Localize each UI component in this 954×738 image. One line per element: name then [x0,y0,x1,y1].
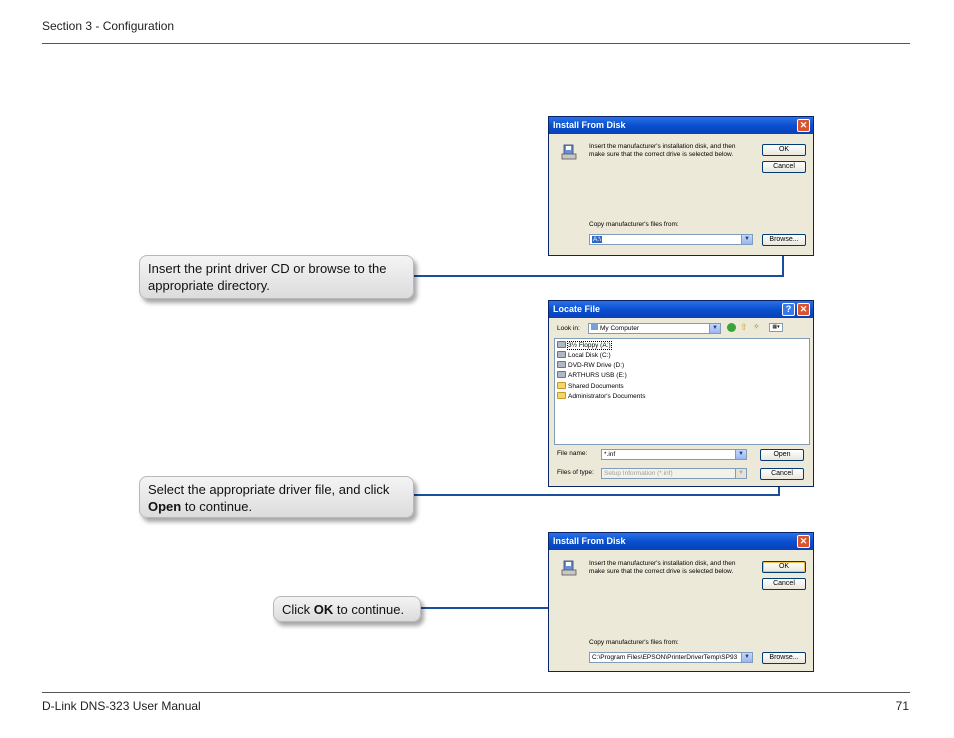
cancel-button[interactable]: Cancel [760,468,804,480]
chevron-down-icon[interactable]: ▼ [709,324,720,333]
callout-click-ok: Click OK to continue. [273,596,421,622]
printer-disk-icon [561,144,577,160]
list-item[interactable]: ARTHURS USB (E:) [557,371,627,381]
up-folder-icon[interactable]: ⇧ [740,322,748,332]
open-button[interactable]: Open [760,449,804,461]
hard-drive-icon [557,351,566,358]
new-folder-icon[interactable]: ✧ [753,322,760,331]
install-from-disk-dialog-2: Install From Disk ✕ Insert the manufactu… [548,532,814,672]
cancel-button[interactable]: Cancel [762,161,806,173]
printer-disk-icon [561,560,577,576]
copy-files-path-combo[interactable]: C:\Program Files\EPSON\PrinterDriverTemp… [589,652,753,663]
dialog-1-titlebar: Install From Disk ✕ [549,117,813,134]
dialog-1-message-line2: make sure that the correct drive is sele… [589,151,734,158]
page-number: 71 [895,699,909,713]
file-name-value: *.inf [604,451,616,458]
dialog-2-title: Locate File [553,304,601,314]
list-item[interactable]: Administrator's Documents [557,392,645,402]
file-list[interactable]: 3½ Floppy (A:) Local Disk (C:) DVD-RW Dr… [554,338,810,445]
list-item-label: Shared Documents [568,383,624,390]
chevron-down-icon[interactable]: ▼ [735,450,746,459]
look-in-value: My Computer [600,325,640,332]
dialog-1-message-line1: Insert the manufacturer's installation d… [589,143,736,150]
chevron-down-icon[interactable]: ▼ [741,235,752,244]
locate-file-dialog: Locate File ? ✕ Look in: My Computer ▼ ⇧… [548,300,814,487]
ok-button[interactable]: OK [762,561,806,573]
list-item[interactable]: Shared Documents [557,382,624,392]
dialog-1-title: Install From Disk [553,120,626,130]
copy-files-path-value: A:\ [592,236,602,243]
file-name-label: File name: [557,450,588,457]
browse-button[interactable]: Browse... [762,234,806,246]
close-icon[interactable]: ✕ [797,303,810,316]
callout-click-ok-bold: OK [313,602,334,617]
file-name-combo[interactable]: *.inf ▼ [601,449,747,460]
dvd-drive-icon [557,361,566,368]
computer-icon [591,324,598,330]
list-item-label: Administrator's Documents [568,393,646,400]
ok-button[interactable]: OK [762,144,806,156]
chevron-down-icon[interactable]: ▼ [735,469,746,478]
callout-select-driver: Select the appropriate driver file, and … [139,476,414,518]
copy-files-path-combo[interactable]: A:\ ▼ [589,234,753,245]
folder-icon [557,382,566,389]
callout-insert-cd-text: Insert the print driver CD or browse to … [148,261,387,293]
floppy-drive-icon [557,341,566,348]
callout-insert-cd: Insert the print driver CD or browse to … [139,255,414,299]
look-in-combo[interactable]: My Computer ▼ [588,323,721,334]
copy-files-label: Copy manufacturer's files from: [589,639,679,646]
help-icon[interactable]: ? [782,303,795,316]
list-item-label: 3½ Floppy (A:) [567,341,612,350]
dialog-3-message-line1: Insert the manufacturer's installation d… [589,560,736,567]
list-item[interactable]: 3½ Floppy (A:) [557,341,612,351]
dialog-3-message-line2: make sure that the correct drive is sele… [589,568,734,575]
manual-title: D-Link DNS-323 User Manual [42,699,201,713]
usb-drive-icon [557,371,566,378]
dialog-2-titlebar: Locate File ? ✕ [549,301,813,318]
copy-files-path-value: C:\Program Files\EPSON\PrinterDriverTemp… [592,654,738,661]
dialog-3-titlebar: Install From Disk ✕ [549,533,813,550]
footer-rule [42,692,910,693]
back-icon[interactable] [727,323,736,332]
look-in-label: Look in: [557,325,580,332]
files-of-type-combo[interactable]: Setup Information (*.inf) ▼ [601,468,747,479]
header-rule [42,43,910,44]
callout-click-ok-text-end: to continue. [333,602,405,617]
dialog-3-title: Install From Disk [553,536,626,546]
list-item[interactable]: Local Disk (C:) [557,351,611,361]
section-header: Section 3 - Configuration [42,19,175,33]
files-of-type-value: Setup Information (*.inf) [604,470,673,477]
list-item-label: DVD-RW Drive (D:) [568,362,625,369]
close-icon[interactable]: ✕ [797,535,810,548]
list-item-label: Local Disk (C:) [568,352,611,359]
list-item[interactable]: DVD-RW Drive (D:) [557,361,624,371]
folder-icon [557,392,566,399]
close-icon[interactable]: ✕ [797,119,810,132]
callout-click-ok-text: Click [282,602,314,617]
files-of-type-label: Files of type: [557,469,594,476]
chevron-down-icon[interactable]: ▼ [741,653,752,662]
cancel-button[interactable]: Cancel [762,578,806,590]
list-item-label: ARTHURS USB (E:) [568,372,627,379]
connector-line-1 [414,252,784,277]
browse-button[interactable]: Browse... [762,652,806,664]
install-from-disk-dialog-1: Install From Disk ✕ Insert the manufactu… [548,116,814,256]
callout-select-driver-text-end: to continue. [181,499,253,514]
copy-files-label: Copy manufacturer's files from: [589,221,679,228]
callout-select-driver-bold: Open [148,499,182,514]
view-menu-icon[interactable]: ▦▾ [769,323,783,332]
callout-select-driver-text: Select the appropriate driver file, and … [148,482,390,497]
